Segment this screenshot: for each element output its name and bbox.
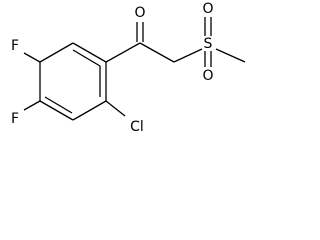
molecule-structure: O S O O F F Cl xyxy=(11,1,246,135)
bond-c4-f-lower xyxy=(23,100,41,111)
bond-c1-carbonyl xyxy=(105,42,141,63)
ring-bond-c2-c3 xyxy=(72,100,107,121)
ring-bond-c3-c4-inner xyxy=(44,96,73,114)
atom-o-sulfonyl-bottom: O xyxy=(202,68,213,84)
bond-s-methyl xyxy=(215,48,246,63)
atom-f-upper: F xyxy=(11,38,19,54)
atom-s-sulfonyl: S xyxy=(204,36,213,52)
ring-bond-c5-c6 xyxy=(39,42,74,63)
atom-cl: Cl xyxy=(130,119,144,135)
atom-o-carbonyl: O xyxy=(134,5,145,21)
bond-carbonyl-ch2 xyxy=(139,42,175,63)
bond-c5-f-upper xyxy=(23,52,41,63)
atom-f-lower: F xyxy=(11,111,19,127)
ring-bond-c6-c1 xyxy=(72,42,107,63)
atom-o-sulfonyl-top: O xyxy=(202,1,213,17)
bond-ch2-s xyxy=(173,48,203,63)
ring-bond-c3-c4 xyxy=(39,100,74,121)
ring-bond-c6-c1-inner xyxy=(72,49,101,67)
bond-c2-cl xyxy=(105,100,126,117)
